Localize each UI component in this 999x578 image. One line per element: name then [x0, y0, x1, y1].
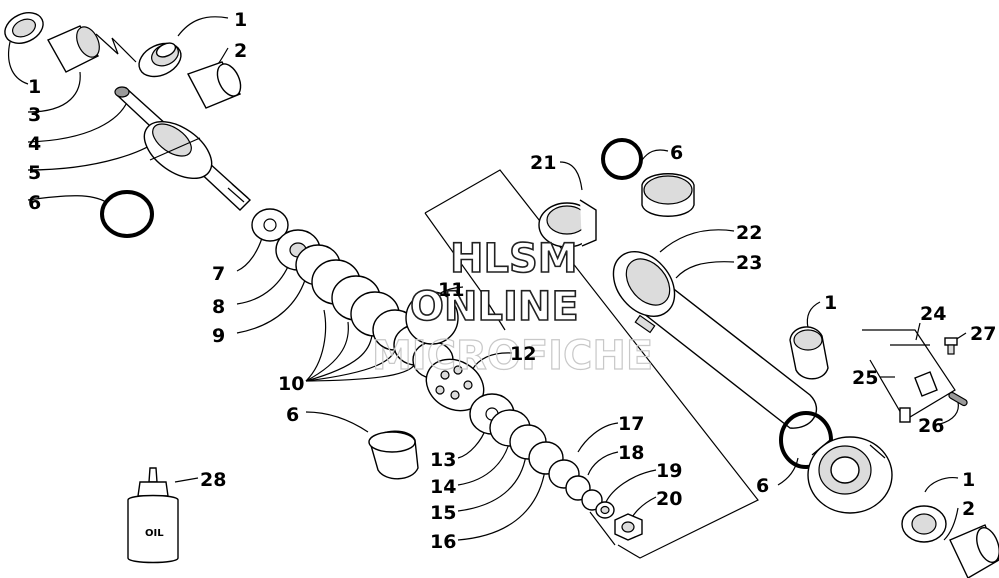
callout-11: 11: [438, 279, 464, 301]
spring-26: [948, 391, 968, 407]
callout-8: 8: [212, 296, 225, 318]
callout-12: 12: [510, 343, 536, 365]
callout-labels: 1 2 1 3 4 5 6 7 8 9 10 6 11 12 13 14 15 …: [28, 9, 996, 553]
callout-7: 7: [212, 263, 225, 285]
callout-1-right: 1: [824, 292, 837, 314]
bushing-3: [47, 25, 100, 73]
callout-5: 5: [28, 162, 41, 184]
band-6-middle: [368, 430, 419, 480]
watermark: HLSM ONLINE MICROFICHE: [371, 235, 653, 379]
nut-20: [614, 513, 643, 541]
callout-20: 20: [656, 488, 682, 510]
cap-21: [538, 199, 597, 248]
callout-19: 19: [656, 460, 682, 482]
callout-28: 28: [200, 469, 226, 491]
callout-2-bottom-right: 2: [962, 498, 975, 520]
bushing-1-right: [789, 326, 829, 380]
callout-1-left: 1: [28, 76, 41, 98]
bushing-1-top-left: [4, 12, 44, 44]
callout-26: 26: [918, 415, 944, 437]
callout-6-top: 6: [670, 142, 683, 164]
leader-lines: [7, 16, 967, 541]
callout-18: 18: [618, 442, 644, 464]
bushing-1-top: [138, 42, 182, 78]
callout-10: 10: [278, 373, 304, 395]
callout-23: 23: [736, 252, 762, 274]
o-ring-6-right: [779, 411, 833, 469]
callout-6-middle: 6: [286, 404, 299, 426]
callout-1-bottom-right: 1: [962, 469, 975, 491]
washer-stack-lower: [469, 393, 615, 519]
exploded-view-frame: [424, 169, 759, 559]
callout-3: 3: [28, 104, 41, 126]
seal-head-5: [143, 121, 213, 179]
callout-13: 13: [430, 449, 456, 471]
callout-17: 17: [618, 413, 644, 435]
o-ring-6-left: [100, 190, 154, 238]
callout-4: 4: [28, 133, 41, 155]
bushing-1-bottom-right: [901, 505, 947, 543]
spacer-2-top: [187, 61, 242, 109]
watermark-line3: MICROFICHE: [372, 333, 653, 379]
watermark-line1: HLSM: [450, 236, 578, 282]
callout-25: 25: [852, 367, 878, 389]
callout-2-top: 2: [234, 40, 247, 62]
eye-body: [807, 436, 893, 514]
band-6-top: [641, 173, 695, 217]
oil-bottle-28: OIL: [127, 467, 179, 564]
reservoir-22: [612, 251, 818, 429]
callout-16: 16: [430, 531, 456, 553]
callout-21: 21: [530, 152, 556, 174]
o-ring-6-top: [601, 138, 643, 180]
callout-14: 14: [430, 476, 456, 498]
callout-6-right: 6: [756, 475, 769, 497]
callout-9: 9: [212, 325, 225, 347]
callout-27: 27: [970, 323, 996, 345]
screw-27: [944, 337, 958, 355]
spacer-2-bottom: [949, 524, 999, 578]
callout-6-left: 6: [28, 192, 41, 214]
callout-22: 22: [736, 222, 762, 244]
piston-12: [425, 358, 485, 412]
callout-1-top: 1: [234, 9, 247, 31]
oil-bottle-label: OIL: [145, 528, 164, 539]
valve-25: [899, 371, 938, 423]
valve-bracket: [862, 329, 956, 421]
watermark-line2: ONLINE: [410, 284, 579, 330]
callout-24: 24: [920, 303, 946, 325]
washer-stack: [251, 208, 459, 379]
callout-15: 15: [430, 502, 456, 524]
